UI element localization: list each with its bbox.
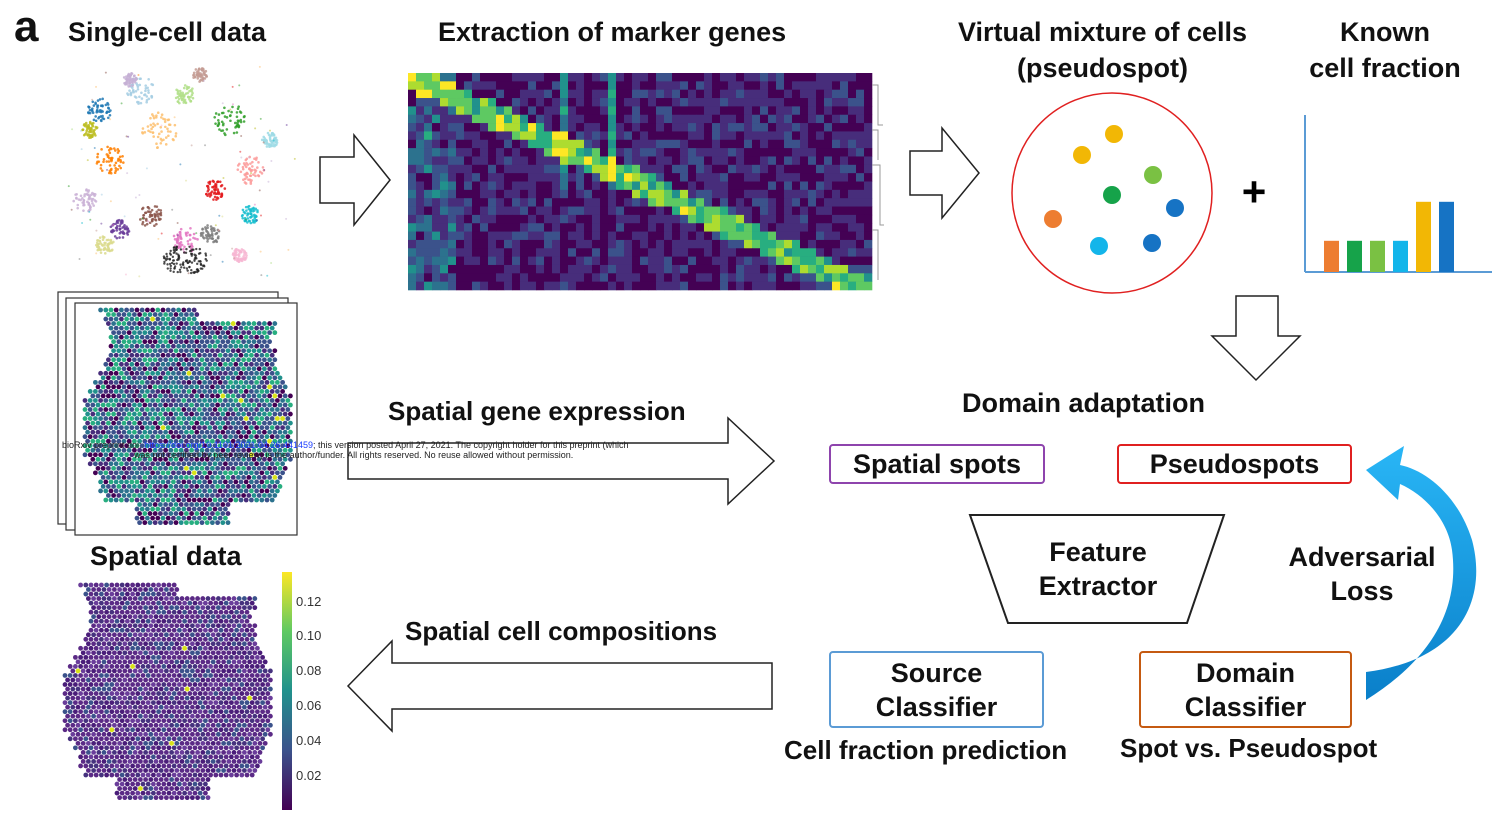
spot-vs-pseudospot-label: Spot vs. Pseudospot <box>1120 733 1378 763</box>
source-classifier-label-line1: Source <box>890 657 983 688</box>
virtual-mixture-title-line2: (pseudospot) <box>1017 53 1188 83</box>
arrow-to-heatmap <box>319 132 391 228</box>
arrow-spatial-compositions <box>346 639 773 733</box>
spatial-data-title: Spatial data <box>90 541 242 571</box>
known-fraction-bar <box>1439 201 1454 272</box>
cell-fraction-prediction-label: Cell fraction prediction <box>784 735 1068 765</box>
marker-gene-heatmap <box>408 73 884 291</box>
pseudospot-cell-dot <box>1090 237 1108 255</box>
known-fraction-title-line2: cell fraction <box>1309 53 1461 83</box>
known-fraction-title: Known cell fraction <box>1290 14 1480 86</box>
known-fraction-bar-chart <box>1304 115 1492 273</box>
known-fraction-bar <box>1393 240 1408 272</box>
pseudospot-cell-dot <box>1044 210 1062 228</box>
pseudospot-cell-dot <box>1166 199 1184 217</box>
spatial-spots-box: Spatial spots <box>829 444 1045 484</box>
adversarial-loss-label: Adversarial Loss <box>1282 540 1442 608</box>
pseudospot-cell-dot <box>1143 234 1161 252</box>
arrow-down-to-domain-adaptation <box>1210 295 1302 382</box>
known-fraction-bar <box>1324 240 1339 272</box>
preprint-notice-prefix: bioRxiv preprint doi: <box>62 440 142 450</box>
arrow-to-pseudospot <box>909 125 980 221</box>
spatial-gene-expression-label: Spatial gene expression <box>388 396 686 426</box>
pseudospot-cell-dot <box>1073 146 1091 164</box>
feature-extractor-label-line1: Feature <box>1049 537 1147 567</box>
panel-letter: a <box>14 2 39 51</box>
preprint-notice-line2: was not certified by peer review) is the… <box>134 450 574 460</box>
single-cell-title: Single-cell data <box>68 17 267 47</box>
pseudospot-cell-dots <box>1044 125 1184 255</box>
colorbar-tick: 0.06 <box>296 698 322 713</box>
preprint-doi-link[interactable]: https://doi.org/10.1101/2021.04.26.44145… <box>144 440 314 450</box>
domain-classifier-label-line2: Classifier <box>1184 691 1307 722</box>
feature-extractor-shape <box>968 514 1226 624</box>
colorbar-tick: 0.10 <box>296 628 322 643</box>
known-fraction-title-line1: Known <box>1340 17 1430 47</box>
colorbar-tick: 0.08 <box>296 663 322 678</box>
spatial-spots-label: Spatial spots <box>852 449 1022 479</box>
feature-extractor-label: Feature Extractor <box>1010 535 1186 603</box>
marker-genes-title: Extraction of marker genes <box>438 17 787 47</box>
colorbar-tick: 0.02 <box>296 768 322 783</box>
pseudospot-cell-dot <box>1103 186 1121 204</box>
source-classifier-label-line2: Classifier <box>875 691 998 722</box>
adversarial-loss-label-line1: Adversarial <box>1288 542 1436 572</box>
pseudospot-cell-dot <box>1144 166 1162 184</box>
virtual-mixture-title-line1: Virtual mixture of cells <box>957 17 1248 47</box>
source-classifier-box: Source Classifier <box>829 651 1044 728</box>
preprint-notice: bioRxiv preprint doi: https://doi.org/10… <box>62 440 629 450</box>
adversarial-loss-label-line2: Loss <box>1330 576 1394 606</box>
colorbar-tick: 0.12 <box>296 594 322 609</box>
domain-adaptation-title: Domain adaptation <box>962 388 1206 418</box>
known-fraction-bar <box>1416 201 1431 272</box>
spatial-slide-stack <box>57 291 298 536</box>
feature-extractor-label-line2: Extractor <box>1038 571 1158 601</box>
known-fraction-bar <box>1370 240 1385 272</box>
plus-sign: + <box>1242 168 1267 215</box>
pseudospots-box: Pseudospots <box>1117 444 1352 484</box>
spatial-data-map <box>62 582 273 801</box>
virtual-mixture-title: Virtual mixture of cells (pseudospot) <box>930 14 1275 86</box>
pseudospot-cell-dot <box>1105 125 1123 143</box>
single-cell-tsne-plot <box>67 65 296 278</box>
domain-classifier-label-line1: Domain <box>1195 657 1295 688</box>
colorbar-tick: 0.04 <box>296 733 322 748</box>
preprint-notice-suffix: ; this version posted April 27, 2021. Th… <box>313 440 629 450</box>
domain-classifier-box: Domain Classifier <box>1139 651 1352 728</box>
spatial-colorbar <box>282 572 292 810</box>
pseudospots-label: Pseudospots <box>1149 449 1320 479</box>
adversarial-loss-arrow <box>1366 446 1477 700</box>
known-fraction-bar <box>1347 240 1362 272</box>
spatial-cell-compositions-label: Spatial cell compositions <box>405 616 718 646</box>
arrow-spatial-expression <box>347 416 776 506</box>
